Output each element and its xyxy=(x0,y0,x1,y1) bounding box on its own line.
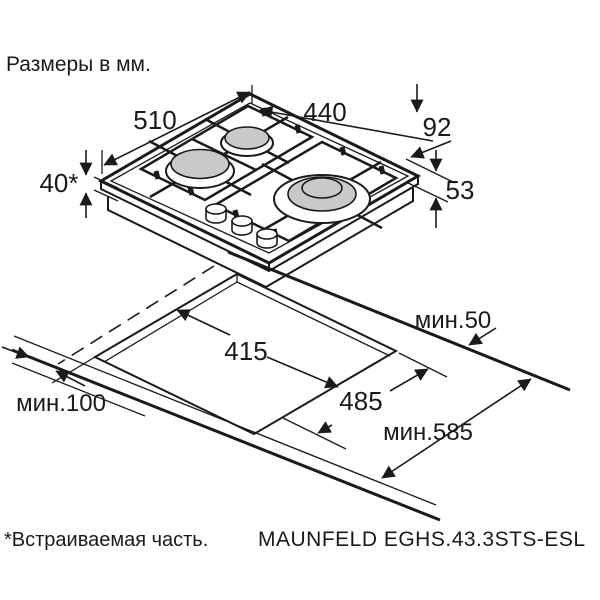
dim-415: 415 xyxy=(176,309,339,389)
dim-min585: мин.585 xyxy=(381,378,532,479)
burner-small xyxy=(220,126,274,157)
dim-415-label: 415 xyxy=(224,336,267,366)
dim-min100-label: мин.100 xyxy=(16,390,106,417)
dim-min50: мин.50 xyxy=(415,307,497,346)
dim-440-label: 440 xyxy=(303,97,346,127)
asterisk-note-label: *Встраиваемая часть. xyxy=(4,529,208,551)
dim-min100: мин.100 xyxy=(1,346,106,417)
dim-min585-label: мин.585 xyxy=(383,419,473,446)
dim-min50-label: мин.50 xyxy=(415,307,492,334)
dim-510: 510 xyxy=(101,85,253,174)
dim-40: 40* xyxy=(39,150,119,218)
burner-large xyxy=(273,174,371,224)
trivet-right xyxy=(212,140,399,243)
control-knob-3 xyxy=(256,228,278,249)
dim-92-label: 92 xyxy=(423,112,452,142)
dim-92: 92 xyxy=(405,112,456,184)
dim-40-label: 40* xyxy=(39,168,78,198)
dim-440: 440 xyxy=(259,84,434,142)
wall-dashed-line xyxy=(57,265,215,365)
worktop-rear-edge xyxy=(227,250,571,392)
worktop-front-edge xyxy=(11,348,441,522)
dim-53: 53 xyxy=(405,175,475,228)
units-note-label: Размеры в мм. xyxy=(6,53,151,76)
cutout-outline xyxy=(92,272,399,436)
model-label: MAUNFELD EGHS.43.3STS-ESL xyxy=(258,528,586,551)
dim-53-label: 53 xyxy=(446,175,475,205)
worktop-drawing xyxy=(11,250,571,522)
control-knob-1 xyxy=(205,203,227,224)
dim-510-label: 510 xyxy=(133,105,176,135)
worktop-front-bottom-line xyxy=(11,362,146,417)
dim-485-label: 485 xyxy=(339,386,382,416)
burner-medium xyxy=(165,148,235,189)
cutout-inner-rim xyxy=(103,281,238,363)
control-knob-2 xyxy=(231,215,253,236)
